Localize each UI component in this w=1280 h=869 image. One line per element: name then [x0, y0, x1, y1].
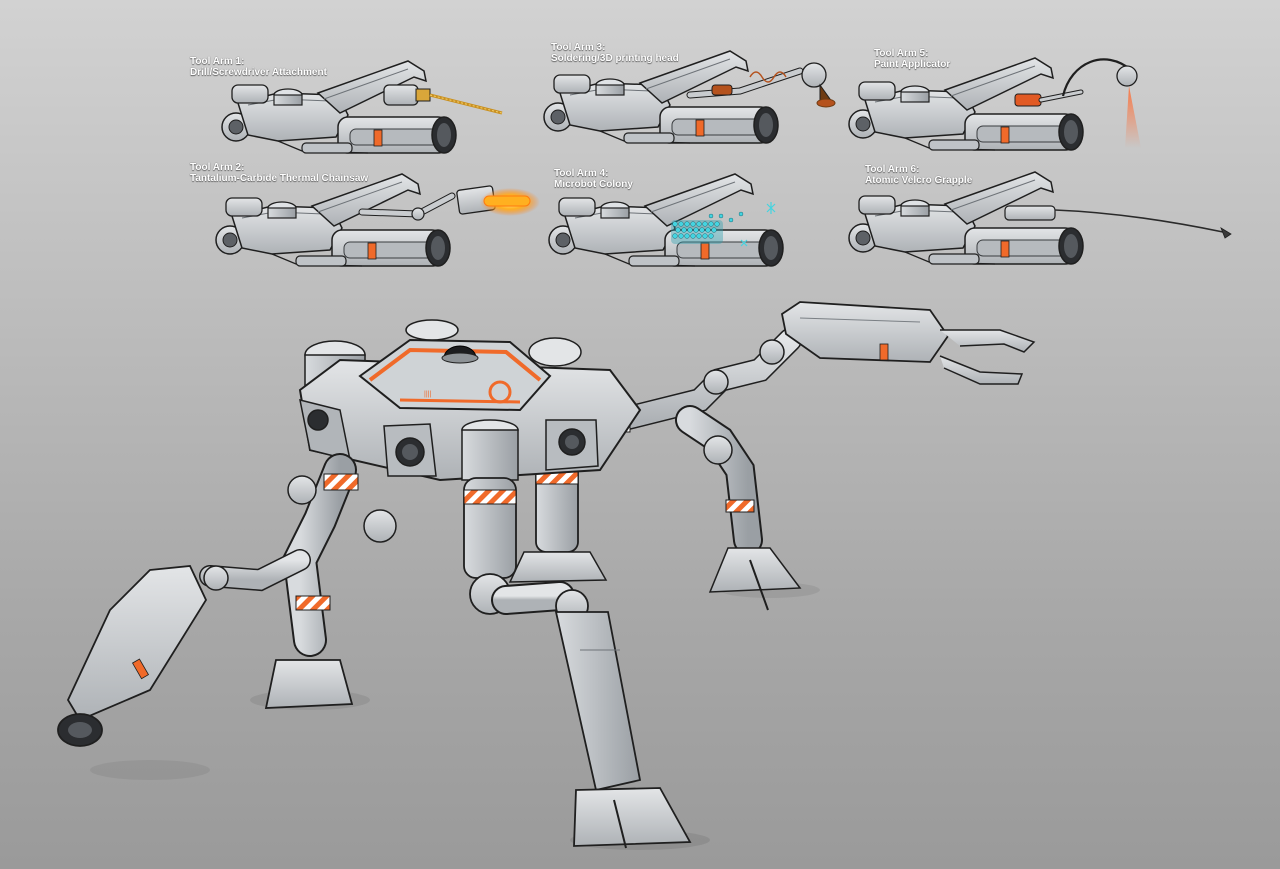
tool-arm-2-title: Tool Arm 2:	[190, 162, 245, 173]
rear-center-leg	[508, 461, 608, 583]
front-center-leg	[463, 477, 692, 849]
tool-arm-3-desc: Soldering/3D printing head	[551, 53, 679, 64]
tool-arm-2-label: Tool Arm 2: Tantalium-Carbide Thermal Ch…	[190, 162, 368, 184]
tool-arm-4-illustration	[548, 173, 784, 267]
tool-arm-4-desc: Microbot Colony	[554, 179, 633, 190]
tool-arm-4-label: Tool Arm 4: Microbot Colony	[554, 168, 633, 190]
tool-arm-6-desc: Atomic Velcro Grapple	[865, 175, 973, 186]
gripper-arm	[608, 301, 1036, 433]
left-leg	[264, 453, 397, 709]
tool-arm-1-title: Tool Arm 1:	[190, 56, 245, 67]
tool-arm-1-desc: Drill/Screwdriver Attachment	[190, 67, 327, 78]
right-rear-leg	[675, 405, 802, 611]
left-thruster-arm	[57, 549, 311, 747]
tool-arm-6-illustration	[848, 171, 1232, 265]
tool-arm-6-label: Tool Arm 6: Atomic Velcro Grapple	[865, 164, 972, 186]
tool-arm-4-title: Tool Arm 4:	[554, 168, 609, 179]
tool-arm-5-label: Tool Arm 5: Paint Applicator	[874, 48, 950, 70]
microbot-swarm	[671, 202, 776, 247]
tool-arm-1-label: Tool Arm 1: Drill/Screwdriver Attachment	[190, 56, 327, 78]
tool-arm-5-illustration	[848, 57, 1141, 151]
tool-arm-1-illustration	[221, 60, 503, 154]
tool-arm-2-desc: Tantalium-Carbide Thermal Chainsaw	[190, 173, 369, 184]
tool-arm-2-illustration	[215, 173, 540, 267]
tool-arm-3-title: Tool Arm 3:	[551, 42, 606, 53]
robot-body: ||||	[298, 319, 642, 482]
svg-text:||||: ||||	[424, 391, 431, 398]
tool-arm-3-label: Tool Arm 3: Soldering/3D printing head	[551, 42, 679, 64]
tool-arm-5-title: Tool Arm 5:	[874, 48, 929, 59]
tool-arm-3-illustration	[543, 50, 836, 144]
walker-robot-illustration: ||||	[57, 301, 1036, 850]
tool-arm-5-desc: Paint Applicator	[874, 59, 951, 70]
tool-arm-6-title: Tool Arm 6:	[865, 164, 920, 175]
